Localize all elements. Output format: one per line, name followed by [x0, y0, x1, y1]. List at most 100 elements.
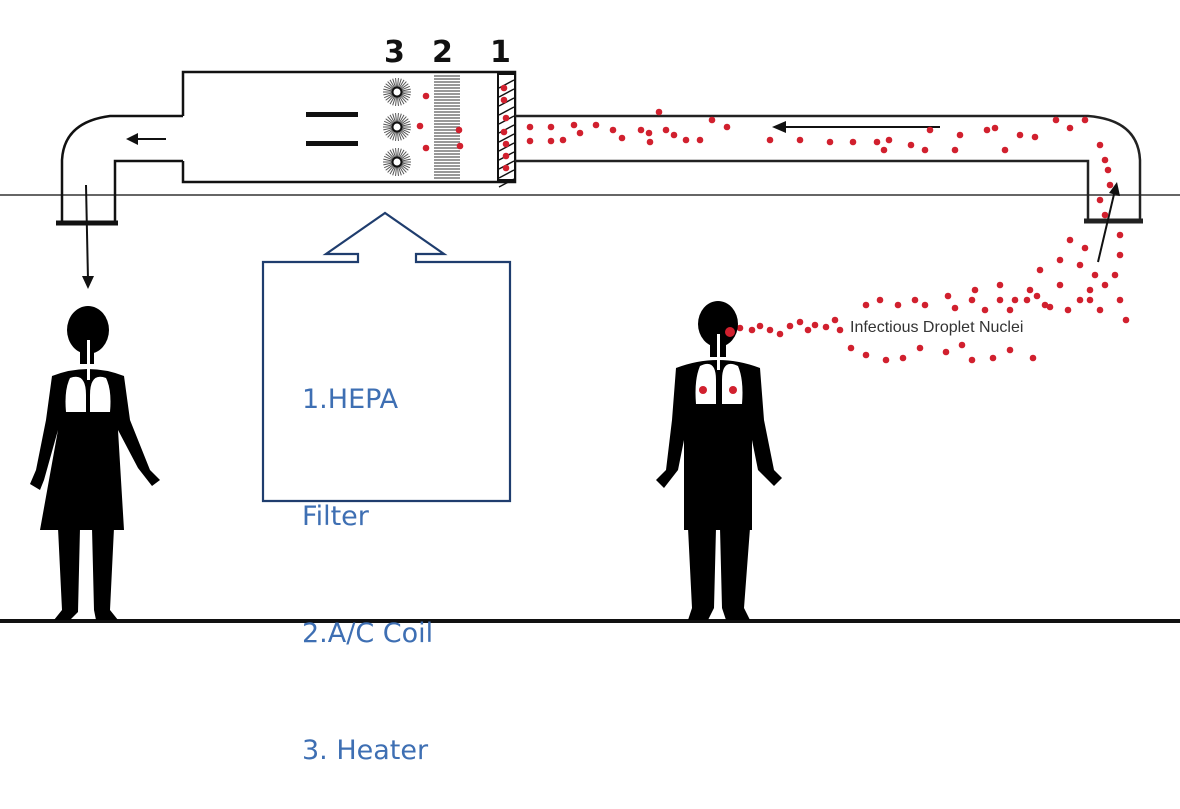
droplet [796, 136, 804, 144]
droplet [1031, 133, 1039, 141]
legend-line-heater: 3. Heater [302, 735, 429, 766]
droplet [971, 286, 979, 294]
droplet [1101, 156, 1109, 164]
droplet [1056, 256, 1064, 264]
droplet [1011, 296, 1019, 304]
droplet [989, 354, 997, 362]
droplet [811, 321, 819, 329]
legend-line-hepa: 1.HEPA [302, 384, 399, 415]
droplet [786, 322, 794, 330]
ac-coil-icon [434, 75, 460, 179]
droplet [958, 341, 966, 349]
droplet [956, 131, 964, 139]
droplet [455, 126, 463, 134]
droplet [1104, 166, 1112, 174]
droplet [862, 301, 870, 309]
droplet [1026, 286, 1034, 294]
droplet [882, 356, 890, 364]
exhaust-arrow-icon [82, 184, 94, 289]
component-number-2: 2 [432, 35, 453, 70]
droplet [894, 301, 902, 309]
droplet [646, 138, 654, 146]
hvac-diagram: 3 2 1 Infectious Droplet Nuclei [0, 35, 1180, 623]
heater-icon [383, 148, 411, 176]
droplet [502, 140, 510, 148]
droplet [500, 84, 508, 92]
droplet [502, 152, 510, 160]
droplet [756, 322, 764, 330]
droplet [1023, 296, 1031, 304]
droplet [907, 141, 915, 149]
droplet [836, 326, 844, 334]
droplet [1001, 146, 1009, 154]
droplet [926, 126, 934, 134]
droplet [921, 146, 929, 154]
droplet [592, 121, 600, 129]
droplet [500, 128, 508, 136]
droplet [645, 129, 653, 137]
droplet [1066, 236, 1074, 244]
droplet [682, 136, 690, 144]
droplet [766, 326, 774, 334]
droplet [696, 136, 704, 144]
droplet [1052, 116, 1060, 124]
droplet [526, 137, 534, 145]
droplet [1096, 306, 1104, 314]
droplet [723, 123, 731, 131]
component-number-1: 1 [490, 35, 511, 70]
droplet-label: Infectious Droplet Nuclei [850, 319, 1023, 336]
droplet [1076, 261, 1084, 269]
legend-line-ac-coil: 2.A/C Coil [302, 618, 434, 649]
droplet [804, 326, 812, 334]
droplet [1029, 354, 1037, 362]
droplet [1096, 141, 1104, 149]
return-duct [515, 114, 1143, 224]
droplet [996, 296, 1004, 304]
droplet [796, 318, 804, 326]
droplet [1086, 296, 1094, 304]
component-number-3: 3 [384, 35, 405, 70]
droplet [849, 138, 857, 146]
flow-arrow-left-icon [126, 133, 166, 145]
droplet [885, 136, 893, 144]
droplet [547, 137, 555, 145]
droplet [618, 134, 626, 142]
droplet [456, 142, 464, 150]
droplet [899, 354, 907, 362]
droplet [766, 136, 774, 144]
droplet [1064, 306, 1072, 314]
droplet [708, 116, 716, 124]
droplet [1106, 181, 1114, 189]
droplet [981, 306, 989, 314]
droplet [502, 114, 510, 122]
droplet [1111, 271, 1119, 279]
droplet [1116, 296, 1124, 304]
droplet [637, 126, 645, 134]
droplet [1101, 281, 1109, 289]
flow-arrow-return-icon [772, 121, 940, 133]
blower-bar-icon [306, 112, 358, 117]
droplet [1091, 271, 1099, 279]
droplet [655, 108, 663, 116]
droplet [822, 323, 830, 331]
infected-person-silhouette [656, 301, 782, 620]
droplet [916, 344, 924, 352]
droplet [1076, 296, 1084, 304]
droplet [921, 301, 929, 309]
droplet [670, 131, 678, 139]
droplet [1056, 281, 1064, 289]
healthy-person-silhouette [30, 306, 160, 620]
droplet [873, 138, 881, 146]
droplet [991, 124, 999, 132]
droplet [1122, 316, 1130, 324]
droplet [1006, 306, 1014, 314]
droplet [1101, 211, 1109, 219]
droplet [1036, 266, 1044, 274]
droplet [416, 122, 424, 130]
droplet [831, 316, 839, 324]
droplet [951, 304, 959, 312]
intake-arrow-icon [1097, 182, 1120, 263]
legend-line-filter: Filter [302, 501, 369, 532]
droplet [559, 136, 567, 144]
droplet [1086, 286, 1094, 294]
